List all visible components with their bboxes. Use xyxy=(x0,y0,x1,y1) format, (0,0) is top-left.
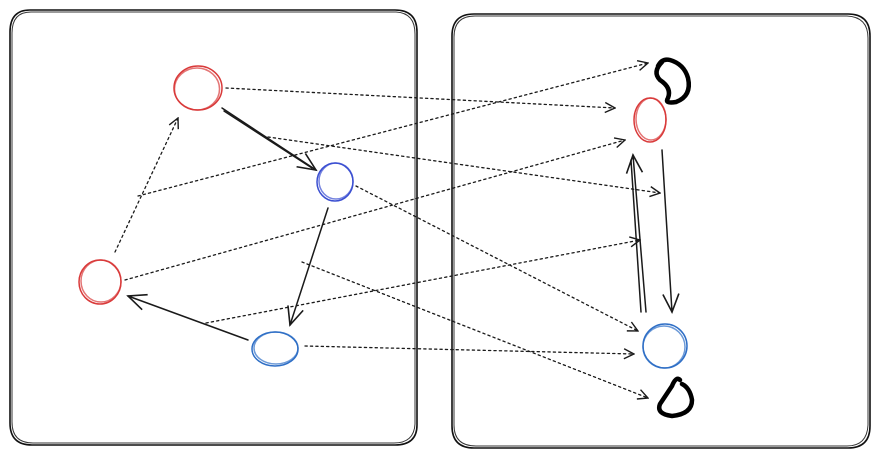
self-loop-top-icon xyxy=(654,57,691,105)
self-loop-bottom-icon xyxy=(657,376,695,419)
right-panel xyxy=(451,13,871,449)
left-node-blue-mid xyxy=(316,162,354,202)
left-node-blue-bottom xyxy=(251,331,299,367)
mapping-edges xyxy=(114,63,660,398)
right-solid-edges xyxy=(625,149,680,314)
right-node-blue-bottom xyxy=(642,323,688,369)
left-panel xyxy=(9,9,418,446)
left-node-red-top xyxy=(173,65,223,111)
right-node-red-top xyxy=(633,97,667,143)
left-solid-edges xyxy=(126,107,329,341)
left-node-red-left xyxy=(78,259,122,305)
